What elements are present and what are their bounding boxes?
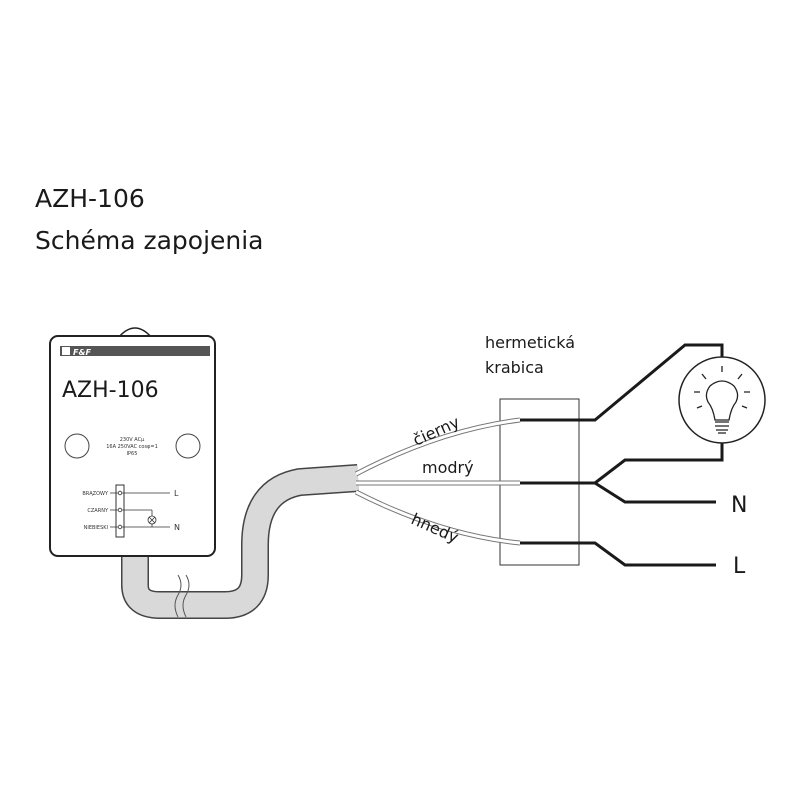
junction-box-label: krabica xyxy=(485,358,544,377)
mount-hole-right xyxy=(175,433,201,459)
terminal-label: CZARNY xyxy=(87,508,109,514)
spec-line: 16A 250VAC cosφ=1 xyxy=(106,444,158,450)
spec-line: IP65 xyxy=(127,451,138,457)
terminal-label: NIEBIESKI xyxy=(84,525,108,531)
device-azh-106: F&F AZH-106 230V ACµ 16A 250VAC cosφ=1 I… xyxy=(49,327,216,557)
wire-label-brown: hnedý xyxy=(408,509,461,547)
cable xyxy=(121,464,359,619)
device-model: AZH-106 xyxy=(62,378,159,403)
brand-logo: F&F xyxy=(73,348,91,357)
terminal-out-l: L xyxy=(174,489,179,498)
light-bulb-icon xyxy=(678,356,766,444)
mains-live-label: L xyxy=(733,554,746,579)
junction-box-label: hermetická xyxy=(485,333,575,352)
terminal-label: BRĄZOWY xyxy=(82,491,109,497)
diagram-title: AZH-106 xyxy=(35,184,145,213)
terminal-out-n: N xyxy=(174,523,180,532)
wire-label-blue: modrý xyxy=(422,458,474,477)
mount-hole-left xyxy=(64,433,90,459)
device-header-bar xyxy=(60,346,210,356)
wires xyxy=(354,343,724,567)
wire-label-black: čierny xyxy=(410,412,462,449)
mains-neutral-label: N xyxy=(731,493,747,518)
spec-line: 230V ACµ xyxy=(120,437,145,443)
diagram-subtitle: Schéma zapojenia xyxy=(35,226,264,255)
